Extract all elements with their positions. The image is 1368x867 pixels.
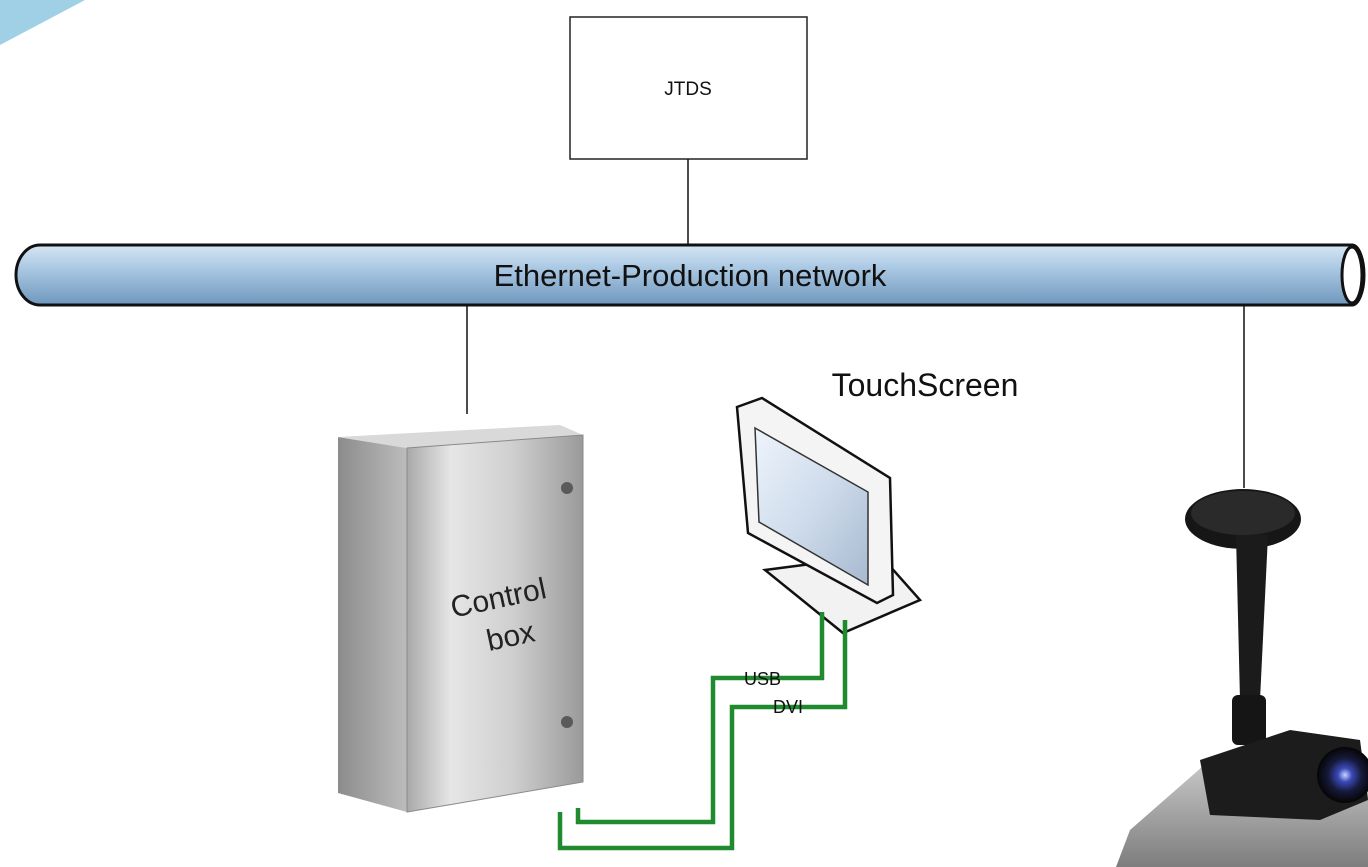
touchscreen-label: TouchScreen <box>832 367 1019 403</box>
control-box-hinge-top-icon <box>561 482 573 494</box>
camera-mount-plate-rim <box>1191 491 1295 535</box>
network-pipe-body <box>14 243 1366 307</box>
touchscreen-monitor <box>735 396 923 635</box>
control-box-hinge-bottom-icon <box>561 716 573 728</box>
dvi-cable <box>557 620 848 851</box>
camera-joint <box>1232 695 1266 745</box>
ethernet-network-pipe: Ethernet-Production network <box>14 243 1366 307</box>
usb-label: USB <box>744 669 781 689</box>
corner-accent-shape <box>0 0 85 45</box>
camera-mount-arm <box>1236 535 1268 700</box>
control-box-top <box>338 425 583 448</box>
usb-cable <box>575 612 825 825</box>
jtds-box <box>569 16 808 160</box>
monitor-screen <box>754 426 869 587</box>
dvi-label: DVI <box>773 697 803 717</box>
network-pipe-end <box>1340 245 1364 305</box>
jtds-server: JTDS <box>569 16 808 160</box>
control-box: Control box <box>338 425 584 813</box>
camera-lens-icon <box>1317 747 1368 803</box>
ip-camera <box>1116 489 1368 867</box>
camera-body-dark <box>1200 730 1368 820</box>
jtds-label: JTDS <box>664 79 712 100</box>
control-box-side <box>338 437 407 812</box>
control-box-door <box>406 434 584 813</box>
network-label: Ethernet-Production network <box>494 258 887 293</box>
